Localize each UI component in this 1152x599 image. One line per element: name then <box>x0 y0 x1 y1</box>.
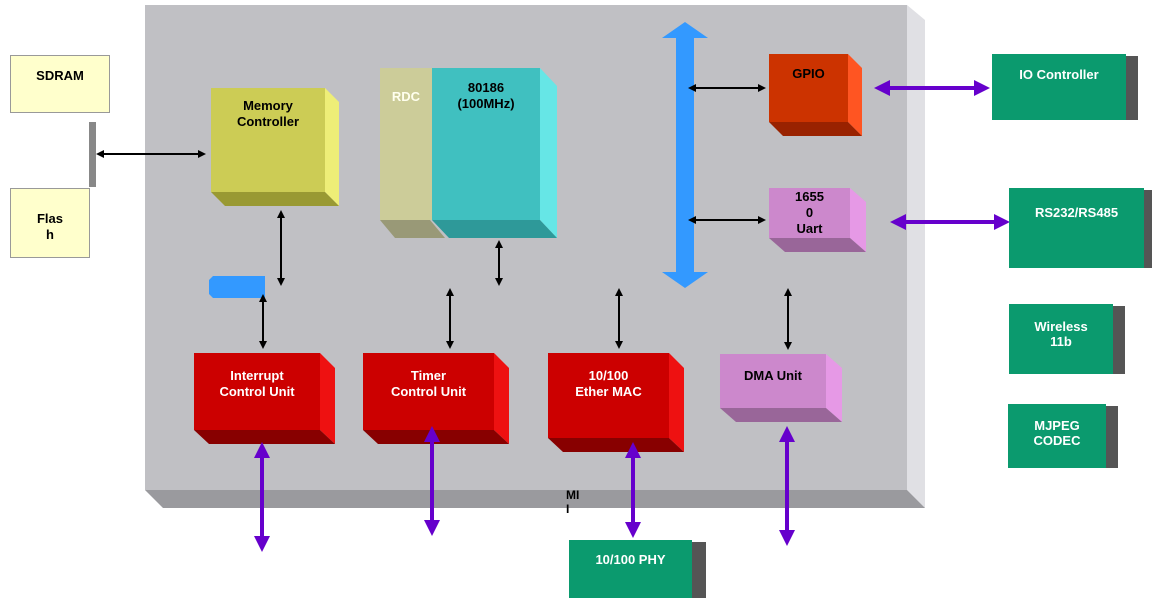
cpu-block <box>432 68 557 238</box>
cpu-label: 80186 (100MHz) <box>457 80 515 111</box>
io-controller-box: IO Controller <box>992 54 1126 120</box>
wireless-box: Wireless 11b <box>1009 304 1113 374</box>
ether-mac-block <box>548 353 684 452</box>
peripheral-blocks <box>569 54 1152 598</box>
memory-controller-label: Memory Controller <box>236 98 300 129</box>
memory-controller-block <box>211 88 339 206</box>
sdram-box: SDRAM <box>10 55 110 113</box>
interrupt-control-block <box>194 353 335 444</box>
internal-arrows <box>96 84 792 350</box>
phy-label: 10/100 PHY <box>595 552 666 567</box>
rdc-block <box>380 68 445 238</box>
flash-label: Flas h <box>36 211 63 242</box>
mjpeg-box: MJPEG CODEC <box>1008 404 1106 468</box>
internal-bus-arrow <box>662 22 708 288</box>
interrupt-control-label: Interrupt Control Unit <box>219 368 295 399</box>
io-controller-label: IO Controller <box>1019 67 1099 82</box>
memory-bus-bar <box>89 122 96 187</box>
small-bus-arrow <box>209 276 265 298</box>
gpio-label: GPIO <box>792 66 825 81</box>
mii-label: MI I <box>566 488 580 516</box>
uart-block <box>769 188 866 252</box>
phy-box: 10/100 PHY <box>569 540 692 598</box>
dma-label: DMA Unit <box>743 368 802 383</box>
ether-mac-label: 10/100 Ether MAC <box>575 368 642 399</box>
external-arrows <box>254 80 1010 552</box>
rdc-label: RDC <box>391 89 421 104</box>
uart-label: 1655 0 Uart <box>795 189 824 236</box>
sdram-label: SDRAM <box>36 68 84 83</box>
flash-box: Flas h <box>10 188 90 258</box>
mjpeg-label: MJPEG CODEC <box>1033 418 1081 448</box>
gpio-block <box>769 54 862 136</box>
rs232-label: RS232/RS485 <box>1034 205 1119 220</box>
dma-block <box>720 354 842 422</box>
wireless-label: Wireless 11b <box>1034 319 1088 349</box>
timer-control-label: Timer Control Unit <box>390 368 467 399</box>
rs232-box: RS232/RS485 <box>1009 188 1144 268</box>
